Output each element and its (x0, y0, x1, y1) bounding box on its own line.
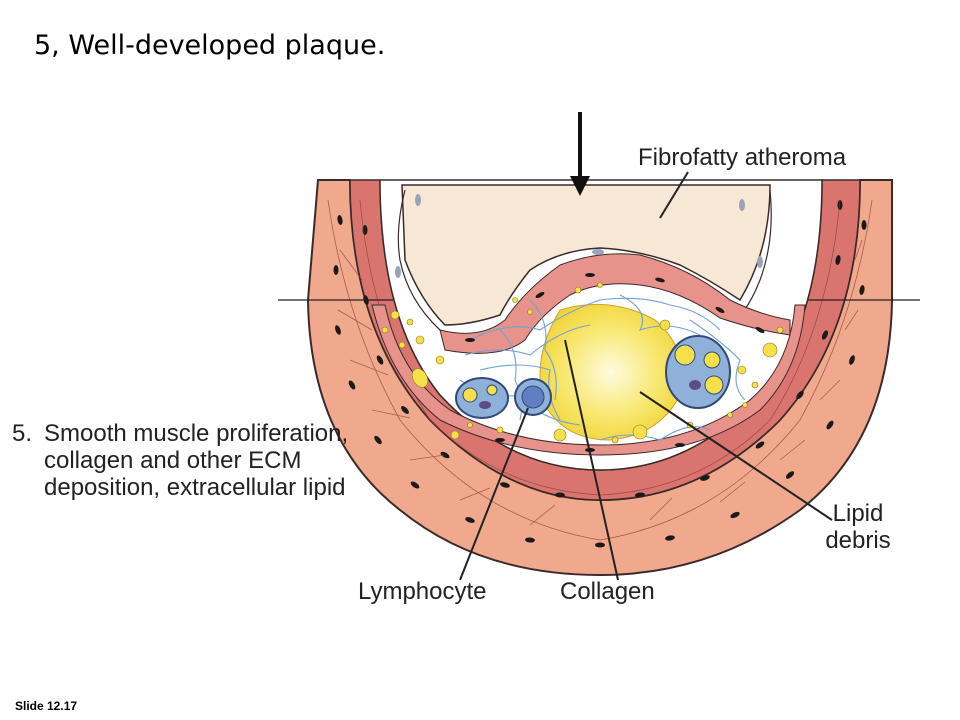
lymphocyte-cell (514, 378, 552, 416)
intima-layer (371, 304, 806, 456)
lipid-droplets (381, 282, 784, 444)
slide-number: Slide 12.17 (15, 699, 78, 713)
down-arrow-icon (570, 112, 590, 196)
endothelial-nuclei (395, 194, 763, 278)
leader-lines (459, 171, 833, 581)
smooth-muscle-nuclei (333, 200, 867, 548)
stage-body: Smooth muscle proliferation, collagen an… (44, 420, 349, 501)
foam-cell-right (665, 335, 731, 409)
stage-description: 5. Smooth muscle proliferation, collagen… (12, 420, 362, 501)
label-lipid-line2: debris (825, 527, 891, 554)
label-fibrofatty-atheroma: Fibrofatty atheroma (638, 144, 847, 171)
slide-title: 5, Well-developed plaque. (34, 30, 386, 61)
label-lipid-debris: Lipid debris (808, 500, 908, 554)
label-lipid-line1: Lipid (832, 500, 884, 527)
cap-nuclei (465, 273, 765, 452)
label-collagen: Collagen (560, 578, 655, 605)
fibrous-cap-band (439, 253, 791, 354)
label-lymphocyte: Lymphocyte (358, 578, 487, 605)
stage-number: 5. (12, 420, 33, 447)
foam-cell-left (455, 377, 509, 419)
fibrofatty-cap (401, 184, 771, 326)
